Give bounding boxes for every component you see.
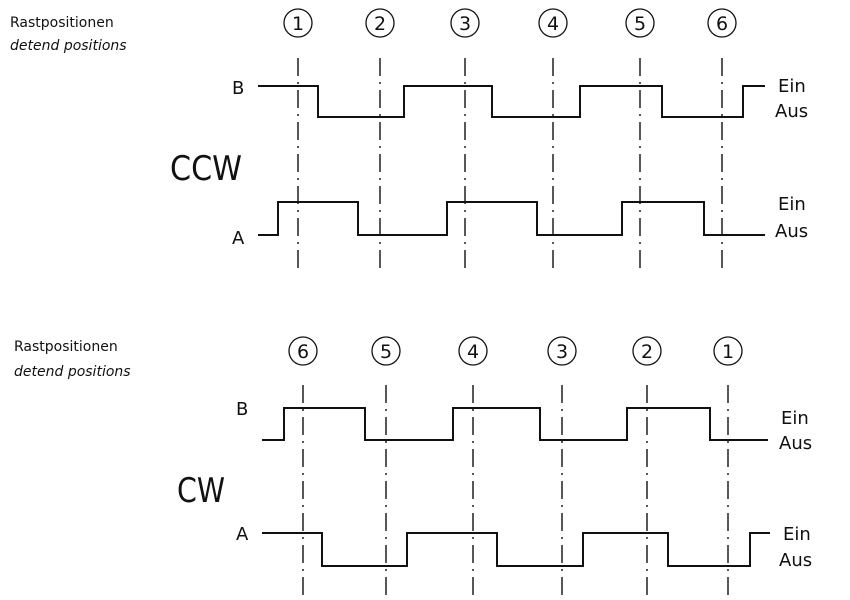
bottom-a-on-label: Ein bbox=[783, 524, 811, 545]
top-title-de: Rastpositionen bbox=[10, 15, 114, 31]
top-detent-lines bbox=[297, 58, 723, 272]
top-position-label: 4 bbox=[547, 13, 559, 35]
bottom-position-circle bbox=[547, 336, 577, 366]
top-b-on-label: Ein bbox=[778, 76, 806, 97]
top-a-on-label: Ein bbox=[778, 194, 806, 215]
bottom-position-label: 2 bbox=[641, 341, 653, 363]
bottom-position-label: 6 bbox=[297, 341, 309, 363]
top-signal-a-waveform bbox=[258, 201, 765, 236]
bottom-title-de: Rastpositionen bbox=[14, 339, 118, 355]
top-position-label: 3 bbox=[459, 13, 471, 35]
top-position-label: 1 bbox=[292, 13, 304, 35]
bottom-position-circle bbox=[632, 336, 662, 366]
bottom-signal-a-label: A bbox=[236, 524, 249, 545]
bottom-title-en: detend positions bbox=[14, 364, 131, 380]
bottom-position-label: 3 bbox=[556, 341, 568, 363]
bottom-position-label: 1 bbox=[722, 341, 734, 363]
top-b-off-label: Aus bbox=[775, 101, 808, 122]
top-position-circle bbox=[450, 8, 480, 38]
bottom-position-circle bbox=[713, 336, 743, 366]
top-signal-b-label: B bbox=[232, 78, 244, 99]
bottom-signal-b-label: B bbox=[236, 399, 248, 420]
top-position-circle bbox=[283, 8, 313, 38]
bottom-position-label: 4 bbox=[467, 341, 479, 363]
bottom-a-off-label: Aus bbox=[779, 550, 812, 571]
bottom-b-on-label: Ein bbox=[781, 408, 809, 429]
top-position-label: 5 bbox=[634, 13, 646, 35]
top-position-markers: 1 2 3 4 5 6 bbox=[283, 8, 737, 38]
bottom-position-markers: 6 5 4 3 2 1 bbox=[288, 336, 743, 366]
bottom-detent-lines bbox=[302, 385, 729, 598]
top-position-label: 6 bbox=[716, 13, 728, 35]
top-direction-label: CCW bbox=[170, 149, 242, 189]
top-title-en: detend positions bbox=[10, 38, 127, 54]
bottom-position-label: 5 bbox=[380, 341, 392, 363]
top-position-circle bbox=[538, 8, 568, 38]
bottom-position-circle bbox=[288, 336, 318, 366]
top-a-off-label: Aus bbox=[775, 221, 808, 242]
top-signal-b-waveform bbox=[258, 85, 765, 118]
top-position-label: 2 bbox=[374, 13, 386, 35]
top-signal-a-label: A bbox=[232, 228, 245, 249]
bottom-direction-label: CW bbox=[177, 471, 225, 511]
bottom-signal-b-waveform bbox=[262, 407, 768, 441]
top-position-circle bbox=[365, 8, 395, 38]
top-position-circle bbox=[707, 8, 737, 38]
top-position-circle bbox=[625, 8, 655, 38]
bottom-signal-a-waveform bbox=[262, 532, 770, 567]
bottom-position-circle bbox=[371, 336, 401, 366]
bottom-position-circle bbox=[458, 336, 488, 366]
bottom-b-off-label: Aus bbox=[779, 433, 812, 454]
